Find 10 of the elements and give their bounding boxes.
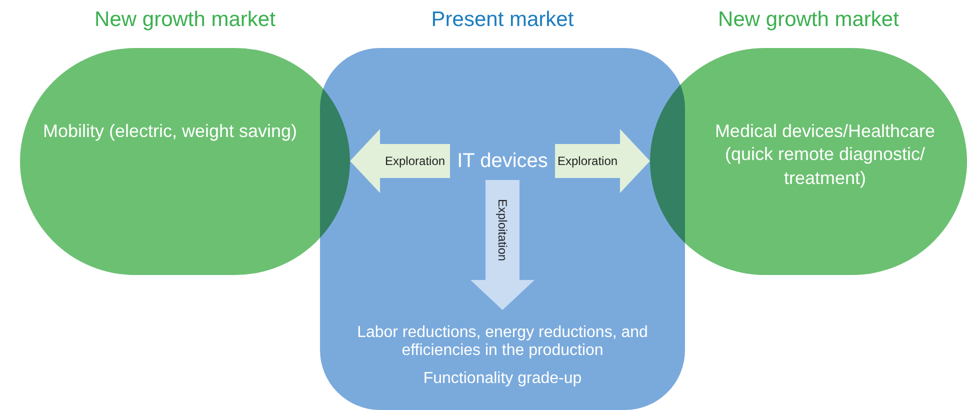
node-label: IT devices [457,150,548,172]
area-label: Mobility (electric, weight saving) [42,120,298,143]
area-label: Medical devices/Healthcare (quick remote diagnostic/ treatment) [714,120,936,190]
node-label: Functionality grade-up [423,370,582,388]
node-label: Labor reductions, energy reductions, and efficiencies in the production [356,324,649,360]
area-heading: Present market [430,8,575,32]
area-heading: New growth market [717,8,900,32]
edge-label: Exploration [383,153,448,169]
area-heading: New growth market [94,8,276,32]
edge-label: Exploration [556,153,620,169]
